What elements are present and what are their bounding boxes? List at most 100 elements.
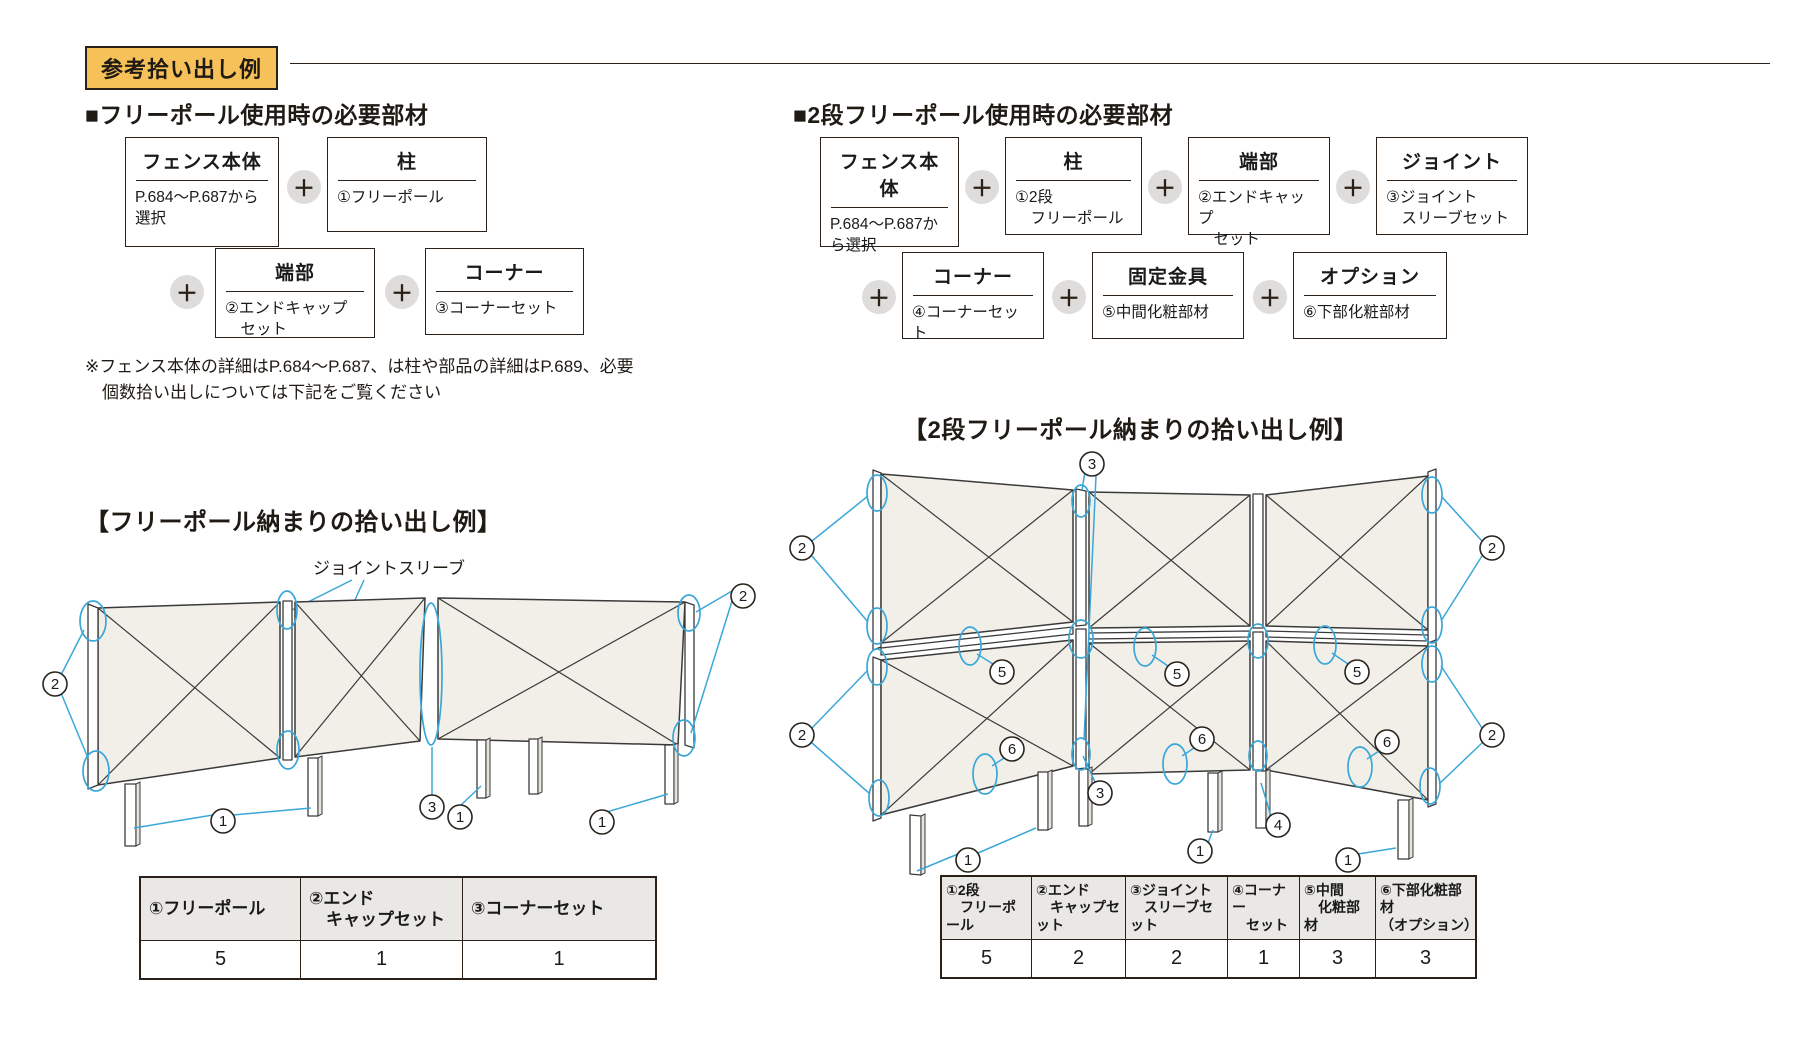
svg-text:2: 2 [51, 676, 59, 693]
reference-badge: 参考拾い出し例 [85, 46, 279, 90]
qty-value: 1 [300, 940, 463, 979]
qty-value: 2 [1031, 939, 1126, 978]
part-box-pole: 柱 ①フリーポール [327, 137, 487, 232]
part-box-desc: P.684〜P.687から選択 [135, 189, 259, 227]
svg-text:2: 2 [1488, 540, 1496, 557]
svg-text:3: 3 [1088, 456, 1096, 473]
marker-2: 2 [789, 722, 815, 748]
part-box-title: オプション [1304, 253, 1436, 296]
plus-icon: ＋ [862, 280, 896, 314]
part-box-corner: コーナー ④コーナーセット [902, 252, 1044, 342]
svg-text:2: 2 [739, 588, 747, 605]
plus-icon: ＋ [287, 170, 321, 204]
marker-6: 6 [1374, 729, 1400, 755]
qty-value: 3 [1375, 939, 1476, 978]
part-box-title: コーナー [913, 253, 1033, 296]
marker-3: 3 [419, 794, 445, 820]
svg-text:5: 5 [998, 664, 1006, 681]
2tier-qty-table: ①2段 フリーポール ②エンド キャップセット ③ジョイント スリーブセット ④… [940, 875, 1478, 979]
svg-text:6: 6 [1198, 731, 1206, 748]
fence-note-line1: ※フェンス本体の詳細はP.684〜P.687、は柱や部品の詳細はP.689、必要 [85, 357, 634, 376]
marker-5: 5 [1344, 659, 1370, 685]
svg-text:1: 1 [964, 852, 972, 869]
col-header: ③コーナーセット [462, 877, 656, 941]
plus-icon: ＋ [385, 275, 419, 309]
table-header-row: ①2段 フリーポール ②エンド キャップセット ③ジョイント スリーブセット ④… [941, 876, 1478, 940]
part-box-desc: ⑤中間化粧部材 [1102, 304, 1209, 321]
svg-text:1: 1 [1196, 843, 1204, 860]
col-header: ②エンド キャップセット [1031, 876, 1126, 940]
part-box-desc: ①2段 フリーポール [1015, 189, 1124, 227]
plus-icon: ＋ [170, 275, 204, 309]
table-header-row: ①フリーポール ②エンド キャップセット ③コーナーセット [140, 877, 656, 941]
plus-icon: ＋ [1336, 170, 1370, 204]
svg-text:3: 3 [428, 799, 436, 816]
marker-5: 5 [1164, 661, 1190, 687]
left-diagram-title: 【フリーポール納まりの拾い出し例】 [85, 509, 502, 536]
qty-value: 5 [140, 940, 301, 979]
fence-panels-lower [872, 628, 1437, 822]
svg-text:5: 5 [1353, 664, 1361, 681]
fence-posts [909, 766, 1414, 876]
part-box-desc: ②エンドキャップ セット [225, 300, 348, 338]
part-box-end: 端部 ②エンドキャップ セット [1188, 137, 1330, 248]
part-box-title: 固定金具 [1103, 253, 1233, 296]
marker-2: 2 [1479, 722, 1505, 748]
marker-6: 6 [1189, 726, 1215, 752]
marker-2: 2 [730, 583, 756, 609]
marker-1: 1 [1187, 838, 1213, 864]
part-box-title: コーナー [436, 249, 573, 292]
right-section-title: ■2段フリーポール使用時の必要部材 [793, 102, 1174, 128]
qty-value: 1 [462, 940, 656, 979]
part-box-title: 柱 [1016, 138, 1131, 181]
part-box-title: 柱 [338, 138, 476, 181]
part-box-desc: ④コーナーセット [912, 304, 1019, 342]
marker-5: 5 [989, 659, 1015, 685]
fence-panels-upper [872, 468, 1437, 651]
marker-1: 1 [1335, 847, 1361, 873]
part-box-fence-body: フェンス本体 P.684〜P.687から選択 [820, 137, 959, 254]
table-value-row: 5 1 1 [140, 940, 656, 979]
fence-posts [124, 736, 679, 847]
part-box-corner: コーナー ③コーナーセット [425, 248, 584, 335]
marker-2: 2 [42, 671, 68, 697]
callout-rings [79, 590, 701, 792]
part-box-option: オプション ⑥下部化粧部材 [1293, 252, 1447, 339]
part-box-2tier-pole: 柱 ①2段 フリーポール [1005, 137, 1142, 235]
marker-2: 2 [789, 535, 815, 561]
svg-text:1: 1 [1344, 852, 1352, 869]
svg-text:1: 1 [219, 813, 227, 830]
fence-panels [87, 597, 695, 790]
qty-value: 2 [1125, 939, 1228, 978]
part-box-title: 端部 [226, 249, 364, 292]
part-box-joint: ジョイント ③ジョイント スリーブセット [1376, 137, 1528, 235]
freepole-layout-diagram: ジョイントスリーブ [42, 558, 756, 847]
table-value-row: 5 2 2 1 3 3 [941, 939, 1476, 978]
svg-text:2: 2 [798, 727, 806, 744]
part-box-desc: ⑥下部化粧部材 [1303, 304, 1410, 321]
col-header: ①2段 フリーポール [941, 876, 1032, 940]
svg-text:2: 2 [798, 540, 806, 557]
marker-3: 3 [1079, 451, 1105, 477]
qty-value: 1 [1227, 939, 1300, 978]
marker-3: 3 [1087, 780, 1113, 806]
part-box-title: フェンス本体 [136, 138, 268, 181]
callout-rings [866, 474, 1443, 817]
part-box-end: 端部 ②エンドキャップ セット [215, 248, 375, 338]
marker-1: 1 [955, 847, 981, 873]
part-box-desc: ③ジョイント スリーブセット [1386, 189, 1510, 227]
col-header: ①フリーポール [140, 877, 301, 941]
svg-text:1: 1 [456, 809, 464, 826]
marker-6: 6 [999, 736, 1025, 762]
2tier-freepole-layout-diagram: 3 3 2 2 2 2 5 5 5 6 6 6 4 1 1 1 [789, 451, 1505, 876]
col-header: ⑤中間 化粧部材 [1299, 876, 1376, 940]
svg-text:5: 5 [1173, 666, 1181, 683]
marker-1: 1 [447, 804, 473, 830]
plus-icon: ＋ [1253, 280, 1287, 314]
part-box-desc: ③コーナーセット [435, 300, 558, 317]
plus-icon: ＋ [1052, 280, 1086, 314]
col-header: ④コーナー セット [1227, 876, 1300, 940]
middle-rails [880, 626, 1429, 656]
svg-text:4: 4 [1274, 817, 1282, 834]
